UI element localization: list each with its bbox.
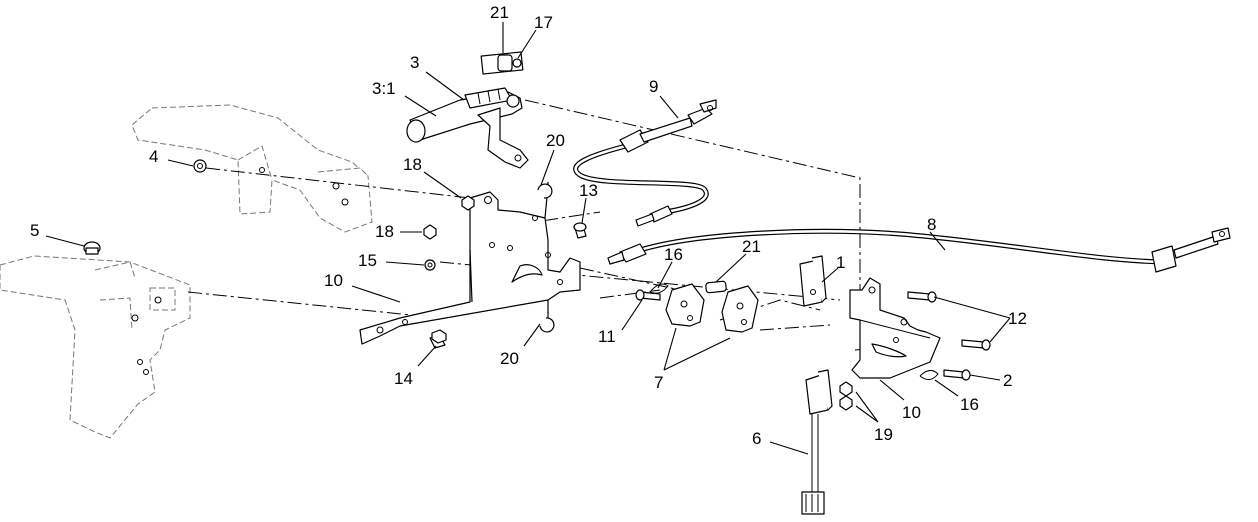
callout-10-right: 10 [902,403,921,422]
callout-17: 17 [534,13,553,32]
switch-harness-6 [801,369,853,515]
callout-1: 1 [836,253,845,272]
control-handle [406,87,529,169]
callout-13: 13 [579,181,598,200]
callout-16-right: 16 [960,395,979,414]
callout-11: 11 [598,327,616,346]
plates-7 [665,283,759,333]
callout-4: 4 [149,147,158,166]
center-hardware [635,255,827,307]
callout-12: 12 [1008,309,1027,328]
cable-9 [573,99,717,227]
alignment-lines [187,99,911,372]
callout-18-mid: 18 [375,222,394,241]
callout-21-center: 21 [742,237,761,256]
callout-18-top: 18 [403,155,422,174]
hardware-left [83,159,587,349]
mounting-bracket-right [849,277,941,379]
callout-20-top: 20 [546,131,565,150]
callout-labels: 21 17 3 3:1 9 20 4 18 13 18 8 5 15 16 21… [30,3,1027,448]
callout-2: 2 [1003,371,1012,390]
mounting-bracket-left [359,182,581,345]
callout-3: 3 [410,53,419,72]
callout-21-top: 21 [490,3,509,22]
callout-9: 9 [649,77,658,96]
callout-8: 8 [927,215,936,234]
callout-10-left: 10 [324,271,343,290]
leader-lines [45,22,1011,455]
callout-5: 5 [30,221,39,240]
callout-3-1: 3:1 [372,79,396,98]
frame-ghost-lower [0,255,191,439]
callout-14: 14 [394,369,413,388]
pin-and-clip-top [480,51,524,75]
callout-6: 6 [752,429,761,448]
callout-16-center: 16 [664,245,683,264]
callout-15: 15 [358,251,377,270]
cable-8 [607,227,1231,273]
callout-19: 19 [874,425,893,444]
frame-ghost-upper [131,104,373,233]
bolts-12-2 [907,291,991,381]
callout-20-bottom: 20 [500,349,519,368]
callout-7: 7 [654,373,663,392]
